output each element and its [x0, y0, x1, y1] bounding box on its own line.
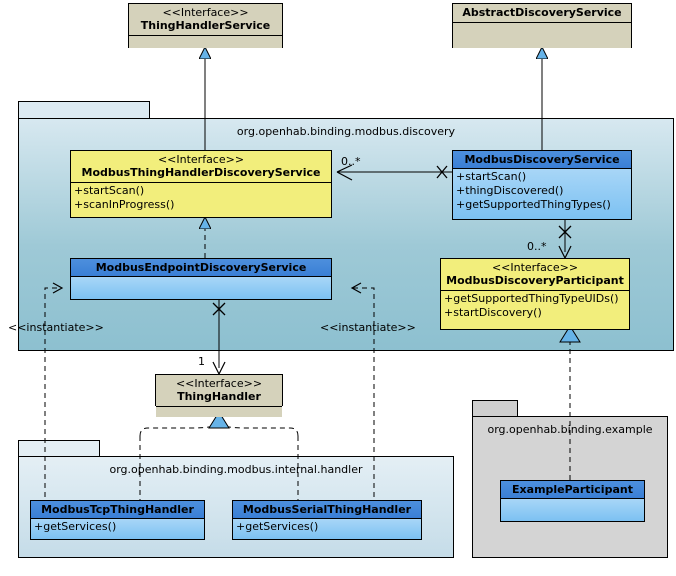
class-name-label: ExampleParticipant	[512, 483, 633, 496]
class-title-abstract-discovery-service: AbstractDiscoveryService	[453, 4, 631, 23]
class-name-label: ModbusDiscoveryService	[464, 153, 620, 166]
instantiate-label-right: <<instantiate>>	[320, 321, 416, 334]
multiplicity-label-zero-many-top: 0..*	[341, 155, 361, 168]
class-modbus-discovery-participant[interactable]: <<Interface>> ModbusDiscoveryParticipant…	[440, 258, 630, 330]
class-example-participant[interactable]: ExampleParticipant	[500, 480, 645, 522]
class-member: +getSupportedThingTypes()	[456, 198, 611, 211]
class-member: +startDiscovery()	[444, 306, 542, 319]
package-tab-discovery	[18, 101, 150, 119]
class-title-example-participant: ExampleParticipant	[501, 481, 644, 499]
class-member: +getServices()	[34, 520, 117, 533]
class-body-modbus-endpoint-discovery-service	[71, 277, 331, 299]
class-thing-handler[interactable]: <<Interface>> ThingHandler	[155, 374, 283, 417]
class-title-modbus-discovery-participant: <<Interface>> ModbusDiscoveryParticipant	[441, 259, 629, 291]
package-tab-example	[472, 400, 518, 417]
package-discovery-label: org.openhab.binding.modbus.discovery	[236, 125, 456, 138]
stereotype-label: <<Interface>>	[157, 153, 245, 166]
class-title-modbus-endpoint-discovery-service: ModbusEndpointDiscoveryService	[71, 259, 331, 277]
class-body-example-participant	[501, 499, 644, 521]
class-name-label: ModbusTcpThingHandler	[41, 503, 194, 516]
class-body-modbus-thing-handler-discovery-service: +startScan() +scanInProgress()	[71, 183, 331, 217]
class-member: +scanInProgress()	[74, 198, 175, 211]
class-modbus-endpoint-discovery-service[interactable]: ModbusEndpointDiscoveryService	[70, 258, 332, 300]
class-name-label: ThingHandlerService	[140, 19, 271, 32]
class-abstract-discovery-service[interactable]: AbstractDiscoveryService	[452, 3, 632, 48]
class-body-modbus-discovery-service: +startScan() +thingDiscovered() +getSupp…	[453, 169, 631, 219]
class-title-thing-handler: <<Interface>> ThingHandler	[156, 375, 282, 407]
class-member: +thingDiscovered()	[456, 184, 564, 197]
class-title-modbus-serial-thing-handler: ModbusSerialThingHandler	[233, 501, 421, 519]
stereotype-label: <<Interface>>	[162, 6, 249, 19]
class-modbus-tcp-thing-handler[interactable]: ModbusTcpThingHandler +getServices()	[30, 500, 205, 540]
class-title-modbus-tcp-thing-handler: ModbusTcpThingHandler	[31, 501, 204, 519]
class-thing-handler-service[interactable]: <<Interface>> ThingHandlerService	[128, 3, 283, 48]
class-name-label: ModbusSerialThingHandler	[242, 503, 412, 516]
class-name-label: AbstractDiscoveryService	[462, 6, 622, 19]
class-modbus-discovery-service[interactable]: ModbusDiscoveryService +startScan() +thi…	[452, 150, 632, 220]
package-tab-handler	[18, 440, 100, 457]
package-example-label: org.openhab.binding.example	[487, 423, 653, 436]
class-member: +getSupportedThingTypeUIDs()	[444, 292, 619, 305]
class-body-modbus-tcp-thing-handler: +getServices()	[31, 519, 204, 539]
class-name-label: ModbusEndpointDiscoveryService	[95, 261, 307, 274]
multiplicity-label-zero-many-right: 0..*	[527, 240, 547, 253]
class-member: +startScan()	[74, 184, 145, 197]
class-body-thing-handler-service	[129, 36, 282, 48]
class-body-modbus-discovery-participant: +getSupportedThingTypeUIDs() +startDisco…	[441, 291, 629, 329]
class-body-abstract-discovery-service	[453, 23, 631, 48]
multiplicity-label-one: 1	[198, 355, 205, 368]
class-name-label: ModbusDiscoveryParticipant	[446, 274, 624, 287]
class-modbus-serial-thing-handler[interactable]: ModbusSerialThingHandler +getServices()	[232, 500, 422, 540]
class-modbus-thing-handler-discovery-service[interactable]: <<Interface>> ModbusThingHandlerDiscover…	[70, 150, 332, 218]
class-member: +startScan()	[456, 170, 527, 183]
class-body-thing-handler	[156, 407, 282, 417]
class-body-modbus-serial-thing-handler: +getServices()	[233, 519, 421, 539]
stereotype-label: <<Interface>>	[491, 261, 579, 274]
class-title-modbus-thing-handler-discovery-service: <<Interface>> ModbusThingHandlerDiscover…	[71, 151, 331, 183]
class-title-thing-handler-service: <<Interface>> ThingHandlerService	[129, 4, 282, 36]
class-title-modbus-discovery-service: ModbusDiscoveryService	[453, 151, 631, 169]
class-name-label: ThingHandler	[177, 390, 261, 403]
class-name-label: ModbusThingHandlerDiscoveryService	[81, 166, 321, 179]
package-handler-label: org.openhab.binding.modbus.internal.hand…	[109, 463, 363, 476]
class-member: +getServices()	[236, 520, 319, 533]
stereotype-label: <<Interface>>	[175, 377, 263, 390]
instantiate-label-left: <<instantiate>>	[8, 321, 104, 334]
